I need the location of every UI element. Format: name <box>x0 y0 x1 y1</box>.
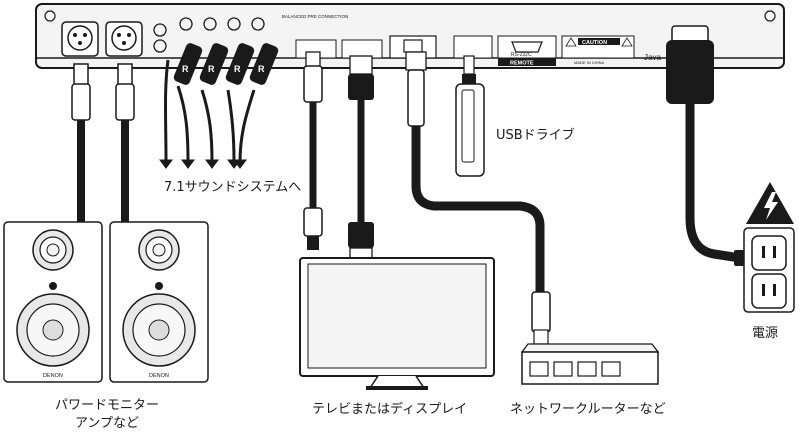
network-router <box>520 343 660 385</box>
svg-text:R: R <box>208 64 215 74</box>
wall-outlet <box>743 227 795 313</box>
label-network: ネットワークルーターなど <box>510 402 666 417</box>
hdmi-cables <box>303 51 374 259</box>
rs232c-text: RS-232C <box>511 52 532 58</box>
remote-text: REMOTE <box>510 61 534 67</box>
speaker-left-brand: DENON <box>43 373 63 379</box>
speaker-right: DENON <box>109 221 209 383</box>
label-usb-drive: USBドライブ <box>496 128 575 143</box>
xlr-output-left <box>61 21 99 57</box>
power-cable <box>666 40 748 266</box>
label-power: 電源 <box>752 326 779 341</box>
rca-output-jacks <box>153 17 265 53</box>
usb-drive <box>455 55 485 177</box>
label-monitors-line1: パワードモニター <box>54 398 159 413</box>
tv-display <box>299 257 495 390</box>
xlr-cables <box>71 63 135 222</box>
label-tv: テレビまたはディスプレイ <box>312 402 468 417</box>
svg-text:R: R <box>258 64 265 74</box>
caution-text: CAUTION <box>582 40 607 46</box>
label-monitors-line2: アンプなど <box>74 416 140 431</box>
made-in-text: MADE IN CHINA <box>574 60 605 65</box>
balanced-header-text: BALANCED PRE CONNECTION <box>282 14 348 19</box>
svg-text:R: R <box>234 64 241 74</box>
java-text: Java <box>644 53 661 62</box>
lan-cable <box>405 51 551 345</box>
svg-text:R: R <box>182 64 189 74</box>
warning-icon <box>746 182 794 224</box>
rca-cables: R R R R <box>159 43 279 169</box>
speaker-right-brand: DENON <box>149 373 169 379</box>
xlr-output-right <box>105 21 143 57</box>
label-surround: 7.1サウンドシステムへ <box>164 180 302 195</box>
speaker-left: DENON <box>3 221 103 383</box>
